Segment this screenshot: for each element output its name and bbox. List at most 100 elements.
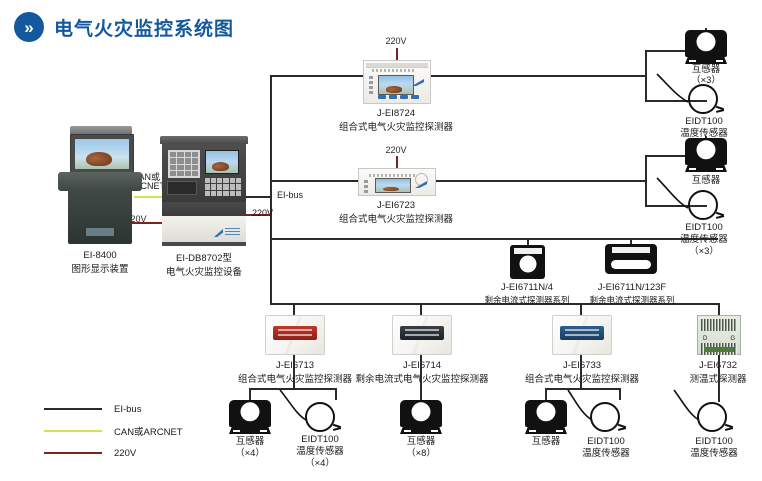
ei6723-power-line [396, 156, 398, 172]
tr-sensor-lead [656, 73, 689, 103]
ct-top-right-label: 互感器 [691, 64, 721, 75]
temp-sensor-top-right [688, 84, 725, 114]
jei6733-out-bus [545, 388, 620, 390]
jei6732-top-terminals [701, 319, 737, 331]
b4-sensor-lead [673, 389, 700, 421]
ct-mid-right-label: 互感器 [691, 175, 721, 186]
tr-bracket-left [645, 50, 647, 102]
ct-b3-label: 互感器 [531, 436, 561, 447]
legend-swatch-can-arcnet [44, 430, 102, 432]
jei6733-model-label: J-EI6733 [562, 360, 602, 371]
cabinet-power-stub [246, 214, 271, 216]
ei8724-led-strip [369, 76, 373, 94]
device-ei8400-console[interactable] [58, 126, 142, 244]
cabinet-slot [167, 181, 197, 195]
device-jei8724[interactable] [363, 60, 431, 104]
bus-branch-third [270, 238, 718, 240]
ei8724-button-row[interactable] [378, 95, 419, 99]
eidb8702-model-label: EI-DB8702型 [176, 253, 232, 264]
jei6732-drop [718, 303, 720, 317]
jei6713-faceplate [273, 326, 317, 340]
ts-b3-name: EIDT100 [587, 436, 625, 447]
ei6723-brand-icon [415, 181, 427, 188]
jei6714-ct-drop [420, 355, 422, 402]
tr-bracket-top [645, 50, 707, 52]
jei6711n123f-model-label: J-EI6711N/123F [597, 282, 667, 293]
jei6714-model-label: J-EI6714 [402, 360, 442, 371]
ct-transformer-b2 [400, 400, 442, 434]
tr-bracket-bottom [645, 100, 707, 102]
ts-b1-desc: 温度传感器 [296, 446, 344, 457]
console-desk [58, 172, 142, 191]
brand-logo-icon [214, 228, 240, 238]
device-jei6711n123f[interactable] [605, 244, 657, 274]
device-jei6723[interactable] [358, 168, 436, 196]
legend-swatch-220v [44, 452, 102, 454]
ei6723-220v-label: 220V [385, 145, 407, 155]
ei6723-screen [375, 178, 411, 193]
ei8400-desc-label: 图形显示装置 [71, 264, 129, 275]
device-eidb8702-cabinet[interactable] [160, 136, 248, 246]
ts-b4-name: EIDT100 [695, 436, 733, 447]
console-body [68, 189, 132, 244]
ct-b2-label: 互感器 [406, 436, 436, 447]
jei6713-drop [293, 303, 295, 317]
ts-mid-right-desc: 温度传感器 [680, 234, 728, 245]
jei6711n4-model-label: J-EI6711N/4 [500, 282, 554, 293]
ts-mid-right-name: EIDT100 [685, 222, 723, 233]
ei-bus-label: EI-bus [277, 190, 304, 200]
cabinet-keypad[interactable] [205, 178, 241, 196]
mr-sensor-lead [656, 177, 689, 209]
ei6723-caption-text [369, 174, 417, 177]
jei6733-ts-drop [619, 388, 621, 400]
console-screen [75, 139, 129, 169]
device-jei6733[interactable] [552, 315, 612, 355]
ts-top-right-name: EIDT100 [685, 116, 723, 127]
console-lid [70, 126, 132, 135]
bus-branch-top [270, 75, 645, 77]
jei6733-ct-drop [545, 388, 547, 402]
ts-b1-qty: （×4） [305, 458, 335, 469]
ei8724-caption-text [372, 69, 416, 72]
ts-top-right-desc: 温度传感器 [680, 128, 728, 139]
ei8724-rail [366, 63, 428, 68]
cabinet-top [160, 136, 248, 144]
b3-sensor-lead [567, 389, 593, 421]
device-jei6711n4[interactable] [510, 245, 545, 279]
ei8724-brand-icon [412, 79, 424, 86]
page-title: 电气火灾监控系统图 [54, 18, 235, 40]
device-jei6714[interactable] [392, 315, 452, 355]
console-screen-frame [70, 134, 134, 174]
jei6733-desc-label: 组合式电气火灾监控探测器 [524, 374, 640, 385]
jei6713-ts-drop [335, 388, 337, 400]
mr-bracket-left [645, 155, 647, 207]
jei6714-desc-label: 剩余电流式电气火灾监控探测器 [355, 374, 489, 385]
jei6711n4-desc-label: 剩余电流式探测器系列 [484, 295, 570, 305]
ct-transformer-b1 [229, 400, 271, 434]
ct-transformer-b3 [525, 400, 567, 434]
ct-transformer-mid-right [685, 138, 727, 172]
chevron-double-right-icon: » [14, 12, 44, 42]
legend-label-ei-bus: EI-bus [114, 403, 142, 415]
jei6711n123f-desc-label: 剩余电流式探测器系列 [589, 295, 675, 305]
ct-b1-qty: （×4） [235, 448, 265, 459]
rc-n4-drop [527, 238, 529, 248]
ts-b3-desc: 温度传感器 [582, 448, 630, 459]
jei6732-ts-drop [718, 355, 720, 402]
ei8724-220v-label: 220V [385, 36, 407, 46]
console-power-line [112, 222, 162, 224]
jei8724-desc-label: 组合式电气火灾监控探测器 [338, 122, 454, 133]
jei8724-model-label: J-EI8724 [376, 108, 416, 119]
legend-item-can-arcnet: CAN或ARCNET [44, 420, 183, 442]
jei6723-desc-label: 组合式电气火灾监控探测器 [338, 214, 454, 225]
jei6713-out-bus [249, 388, 337, 390]
device-jei6713[interactable] [265, 315, 325, 355]
bus-branch-bottom [270, 303, 719, 305]
jei6733-drop [580, 303, 582, 317]
page-header: » 电气火灾监控系统图 [14, 12, 234, 42]
legend-item-ei-bus: EI-bus [44, 398, 183, 420]
ts-b4-desc: 温度传感器 [690, 448, 738, 459]
